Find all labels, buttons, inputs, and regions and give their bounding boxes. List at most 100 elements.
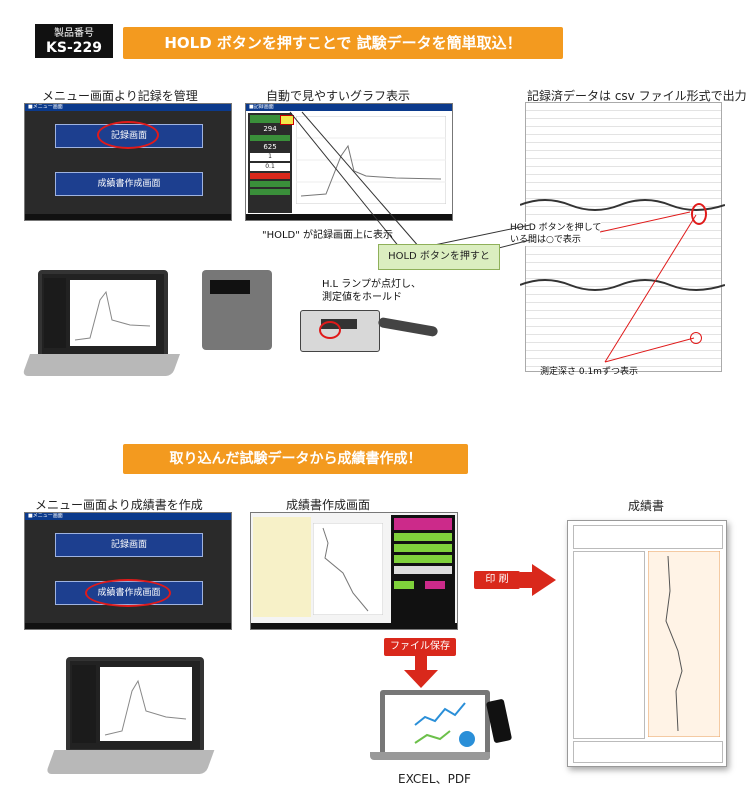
taskbar <box>246 214 452 220</box>
taskbar <box>25 214 231 220</box>
export-label: EXCEL、PDF <box>398 772 471 786</box>
reading-value-1: 294 <box>263 125 277 133</box>
arrow-down-icon <box>404 656 438 688</box>
reading-value-4: 0.1 <box>250 163 290 171</box>
csv-row <box>526 191 721 199</box>
green-button[interactable] <box>394 555 452 563</box>
csv-row <box>526 287 721 295</box>
section2-banner: 取り込んだ試験データから成績書作成！ <box>123 444 468 474</box>
report-data-table <box>573 551 645 739</box>
menu-caption: メニュー画面より記録を管理 <box>42 89 198 103</box>
csv-row <box>526 175 721 183</box>
product-badge: 製品番号 KS-229 <box>35 24 113 58</box>
laptop-side-panel <box>72 665 96 743</box>
red-indicator <box>250 173 290 179</box>
product-code: KS-229 <box>46 40 102 56</box>
csv-row <box>526 255 721 263</box>
report-header-table <box>573 525 723 549</box>
window-titlebar: ■メニュー画面 <box>25 513 231 520</box>
report-caption: 成績書 <box>628 499 665 513</box>
print-label: 印 刷 <box>474 571 520 589</box>
laptop-icon <box>38 270 168 358</box>
laptop-icon <box>66 657 204 753</box>
arrow-right-icon <box>520 564 556 596</box>
csv-row <box>526 359 721 367</box>
highlight-ring <box>85 579 171 607</box>
pink-button[interactable] <box>425 581 446 589</box>
menu-screen-2: ■メニュー画面 記録画面 成績書作成画面 <box>24 512 232 630</box>
window-titlebar: ■記録画面 <box>246 104 452 111</box>
report-creation-screen <box>250 512 458 630</box>
hold-callout: HOLD ボタンを押すと <box>378 244 500 270</box>
hold-mark-ring <box>690 332 702 344</box>
menu-caption-2: メニュー画面より成績書を作成 <box>35 498 203 512</box>
report-screen-button[interactable]: 成績書作成画面 <box>55 172 203 196</box>
reading-value-3: 1 <box>250 153 290 161</box>
report-footer-table <box>573 741 723 763</box>
sheet-break-lines <box>520 199 725 291</box>
lamp-note: H.L ランプが点灯し、 測定値をホールド <box>322 279 421 303</box>
csv-row <box>526 311 721 319</box>
report-plot <box>313 523 383 615</box>
green-button[interactable] <box>394 581 414 589</box>
graph-caption: 自動で見やすいグラフ表示 <box>266 89 411 103</box>
hold-mark-ring <box>691 203 707 225</box>
csv-row <box>526 183 721 191</box>
csv-row <box>526 159 721 167</box>
csv-row <box>526 151 721 159</box>
depth-note: 測定深さ 0.1mずつ表示 <box>540 367 638 377</box>
csv-rows <box>526 103 721 371</box>
laptop-icon <box>380 690 490 760</box>
window-titlebar: ■メニュー画面 <box>25 104 231 111</box>
status-bar <box>250 115 290 123</box>
report-document <box>567 520 727 767</box>
csv-row <box>526 335 721 343</box>
pink-button[interactable] <box>394 518 452 530</box>
status-bar <box>250 135 290 141</box>
reading-value-2: 625 <box>263 143 277 151</box>
green-indicator <box>250 181 290 187</box>
menu-screen: ■メニュー画面 記録画面 成績書作成画面 <box>24 103 232 221</box>
laptop-base <box>21 354 181 376</box>
green-button[interactable] <box>394 544 452 552</box>
csv-row <box>526 207 721 215</box>
record-screen-button[interactable]: 記録画面 <box>55 533 203 557</box>
csv-row <box>526 119 721 127</box>
data-table-panel <box>253 517 311 617</box>
hold-note: "HOLD" が記録画面上に表示 <box>262 230 394 241</box>
csv-row <box>526 279 721 287</box>
display-panel <box>210 280 250 294</box>
csv-row <box>526 223 721 231</box>
csv-row <box>526 143 721 151</box>
laptop-base <box>45 750 215 774</box>
csv-row <box>526 127 721 135</box>
control-box <box>202 270 272 350</box>
hold-indicator <box>280 115 294 125</box>
csv-row <box>526 351 721 359</box>
csv-row <box>526 247 721 255</box>
grey-button[interactable] <box>394 566 452 574</box>
control-panel <box>391 515 455 623</box>
csv-row <box>526 263 721 271</box>
csv-row <box>526 167 721 175</box>
highlight-ring <box>97 121 159 149</box>
graph-plot <box>296 116 446 204</box>
csv-row <box>526 231 721 239</box>
export-preview <box>414 702 475 747</box>
csv-row <box>526 239 721 247</box>
lamp-ring <box>319 321 341 339</box>
report-plot <box>648 551 720 737</box>
csv-row <box>526 295 721 303</box>
green-button[interactable] <box>394 533 452 541</box>
laptop-graph <box>70 280 156 346</box>
laptop-side-panel <box>44 278 66 348</box>
csv-row <box>526 327 721 335</box>
csv-row <box>526 319 721 327</box>
taskbar <box>251 623 457 629</box>
meter-unit <box>300 310 380 352</box>
taskbar <box>25 623 231 629</box>
csv-row <box>526 111 721 119</box>
laptop-base <box>370 752 490 760</box>
csv-row <box>526 343 721 351</box>
laptop-graph <box>100 667 192 741</box>
